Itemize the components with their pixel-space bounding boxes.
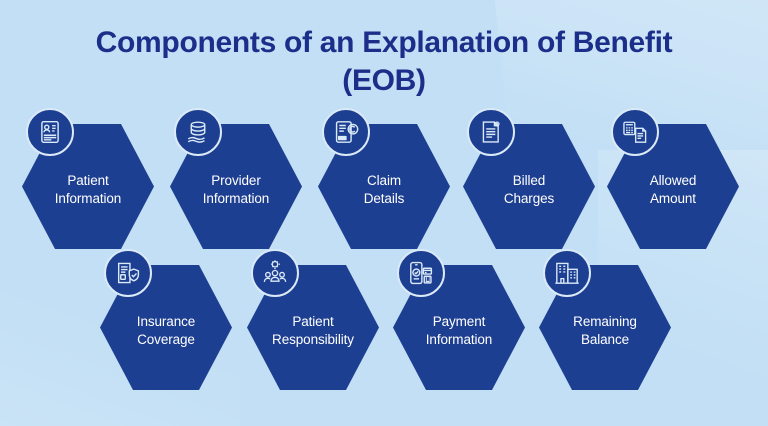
people-group-icon [251,249,299,297]
hexagon-card[interactable]: Patient Responsibility [247,249,379,390]
hexagon-card[interactable]: Claim Details [318,108,450,249]
shield-document-icon [104,249,152,297]
hexagon-label: Remaining Balance [573,313,637,347]
hexagon-label: Claim Details [363,172,405,206]
invoice-lines-icon [467,108,515,156]
hexagon-card[interactable]: Remaining Balance [539,249,671,390]
building-chart-icon [543,249,591,297]
hexagon-card[interactable]: Patient Information [22,108,154,249]
hexagon-label: Patient Responsibility [272,313,354,347]
id-document-icon [26,108,74,156]
hexagon-label: Patient Information [54,172,122,206]
claim-form-icon [322,108,370,156]
calculator-document-icon [611,108,659,156]
hexagon-card[interactable]: Billed Charges [463,108,595,249]
hexagon-card[interactable]: Allowed Amount [607,108,739,249]
mobile-payment-icon [397,249,445,297]
hexagon-card[interactable]: Provider Information [170,108,302,249]
hexagon-label: Allowed Amount [649,172,697,206]
database-stack-icon [174,108,222,156]
hexagon-label: Payment Information [425,313,493,347]
page-title: Components of an Explanation of Benefit … [95,26,673,98]
hexagon-label: Insurance Coverage [136,313,196,347]
hexagon-label: Billed Charges [503,172,555,206]
hexagon-card[interactable]: Insurance Coverage [100,249,232,390]
hexagon-label: Provider Information [202,172,270,206]
hexagon-card[interactable]: Payment Information [393,249,525,390]
